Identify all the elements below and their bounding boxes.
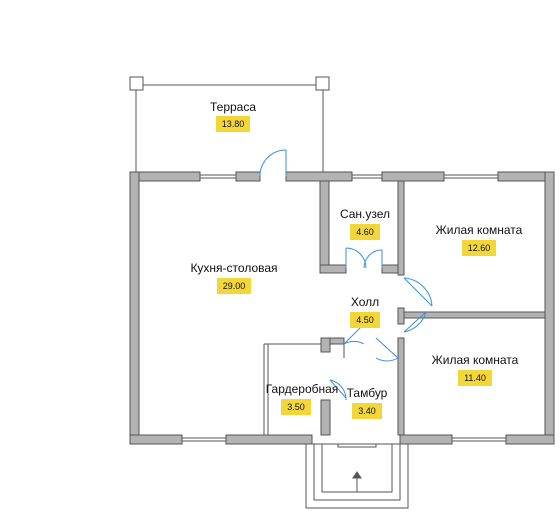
area-badge-terrace [216,116,250,132]
area-badge-living-room-1 [462,240,496,256]
area-badge-hall [350,312,380,328]
room-label-kitchen: Кухня-столовая 29.00 [190,261,278,294]
room-label-terrace: Терраса 13.80 [210,100,256,132]
room-area-kitchen: 29.00 [223,281,246,291]
room-name-living-room-2: Жилая комната [432,353,519,367]
room-name-kitchen: Кухня-столовая [190,261,277,275]
area-badge-vestibule [352,403,382,419]
room-label-living-room-2: Жилая комната 11.40 [432,353,519,386]
windows [182,174,506,442]
room-label-bathroom: Сан.узел 4.60 [340,207,390,240]
area-badge-kitchen [217,278,251,294]
room-area-terrace: 13.80 [222,119,245,129]
room-area-hall: 4.50 [356,315,374,325]
room-label-living-room-1: Жилая комната 12.60 [436,223,523,256]
room-name-hall: Холл [351,295,379,309]
room-label-hall: Холл 4.50 [350,295,380,328]
room-label-vestibule: Тамбур 3.40 [347,386,388,419]
room-name-terrace: Терраса [210,100,256,114]
room-name-wardrobe: Гардеробная [266,382,339,396]
room-name-living-room-1: Жилая комната [436,223,523,237]
room-area-living-room-2: 11.40 [464,373,486,383]
area-badge-living-room-2 [458,370,492,386]
room-label-wardrobe: Гардеробная 3.50 [266,382,339,415]
area-badge-bathroom [350,224,380,240]
room-area-living-room-1: 12.60 [468,243,491,253]
room-name-bathroom: Сан.узел [340,207,390,221]
terrace-outline [129,76,330,172]
area-badge-wardrobe [281,399,311,415]
room-name-vestibule: Тамбур [347,386,388,400]
room-area-bathroom: 4.60 [356,227,374,237]
doors [259,149,433,401]
entry-steps [305,443,409,509]
room-area-wardrobe: 3.50 [287,402,305,412]
walls [129,171,555,445]
interior-lines [263,343,345,435]
room-area-vestibule: 3.40 [358,406,376,416]
